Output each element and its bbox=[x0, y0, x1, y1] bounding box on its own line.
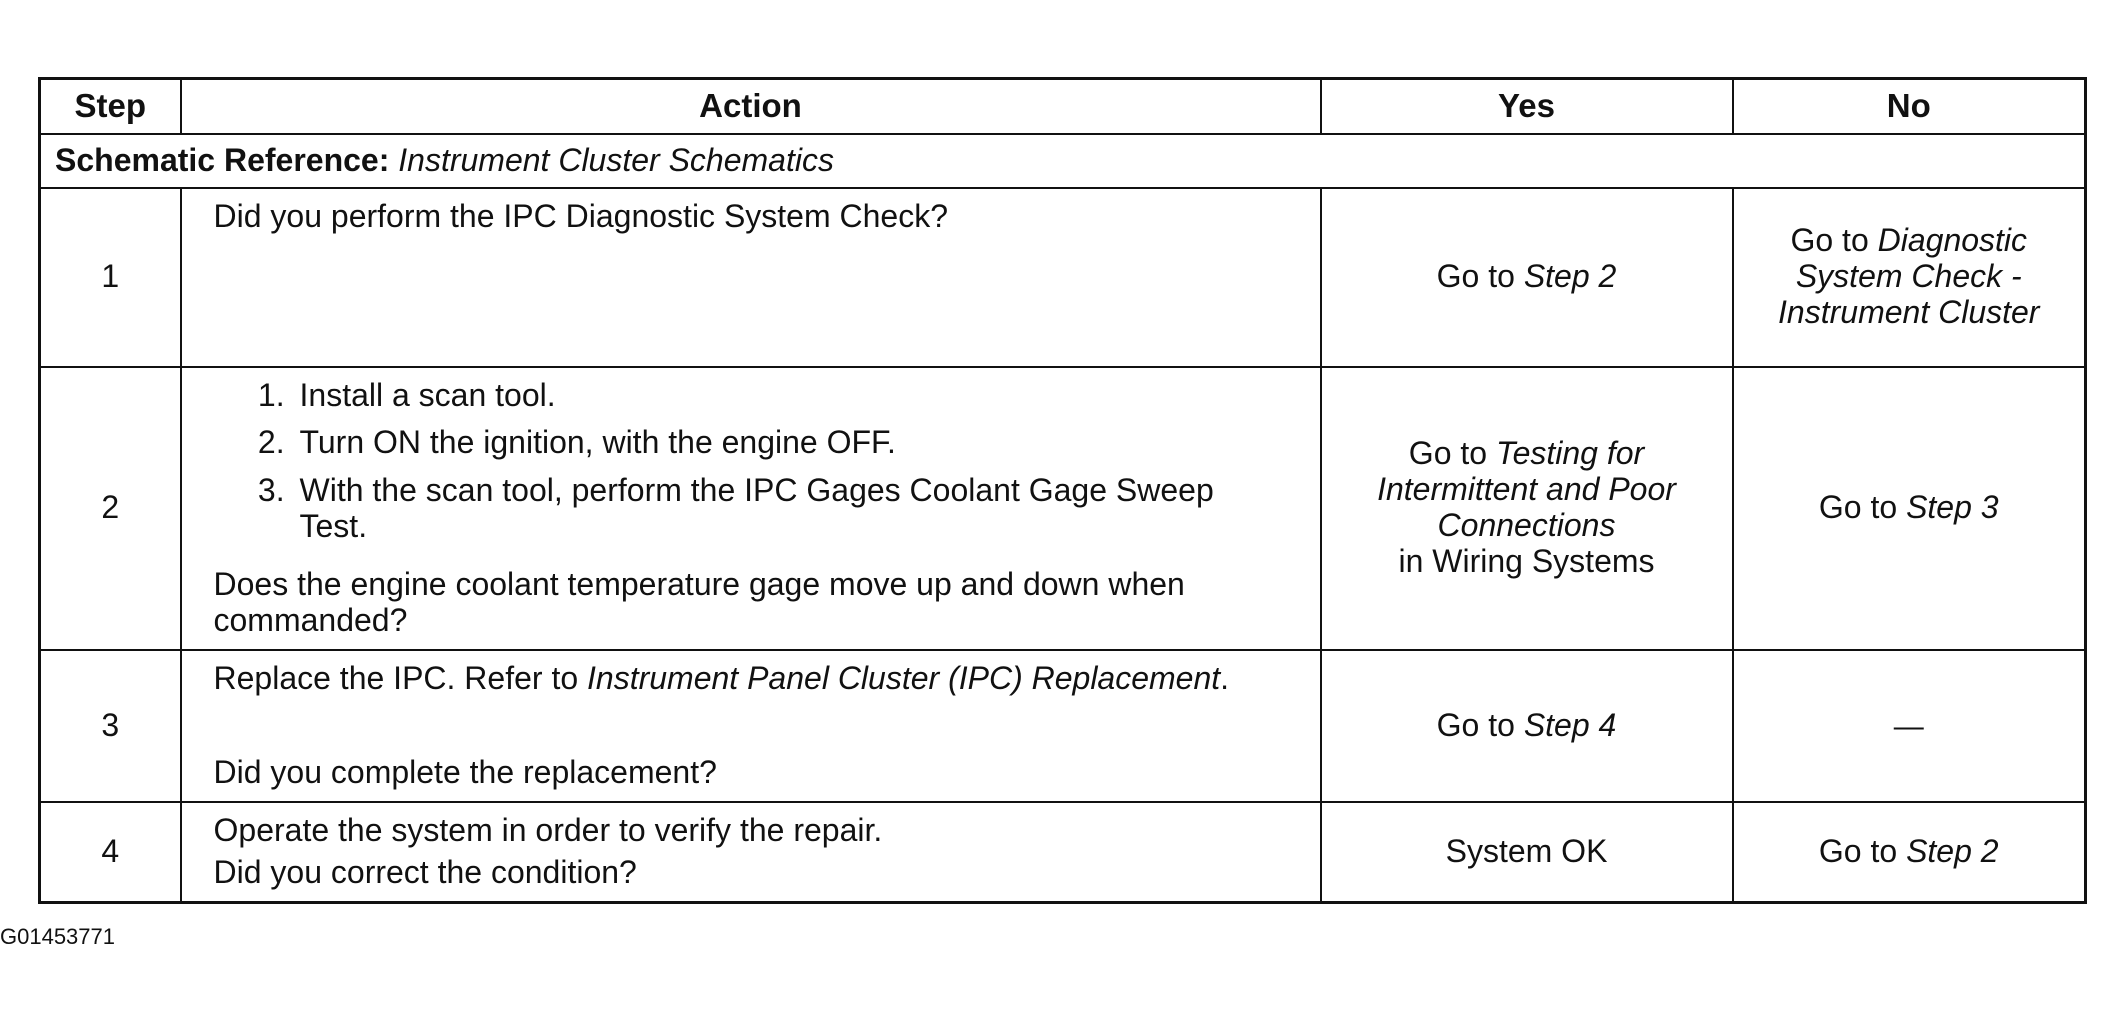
no-prefix: Go to bbox=[1790, 222, 1878, 259]
header-no: No bbox=[1731, 77, 2087, 135]
yes-link[interactable]: Testing for Intermittent and Poor Connec… bbox=[1377, 435, 1676, 543]
instruction-prefix: Replace the IPC. Refer to bbox=[213, 659, 588, 696]
substep-list: Install a scan tool. Turn ON the ignitio… bbox=[214, 377, 1288, 557]
no-dash: — bbox=[1893, 709, 1924, 743]
step-number: 4 bbox=[38, 800, 182, 904]
yes-cell: Go to Step 4 bbox=[1319, 648, 1734, 803]
schematic-reference-label: Schematic Reference: bbox=[55, 141, 390, 178]
diagnostic-table: Step Action Yes No Schematic Reference: … bbox=[38, 77, 2087, 904]
no-link[interactable]: Step 3 bbox=[1906, 489, 1999, 526]
action-instruction: Operate the system in order to verify th… bbox=[213, 811, 883, 848]
no-link[interactable]: Step 2 bbox=[1906, 832, 1999, 869]
no-cell: Go to Diagnostic System Check - Instrume… bbox=[1731, 186, 2087, 368]
instruction-link[interactable]: Instrument Panel Cluster (IPC) Replaceme… bbox=[587, 659, 1221, 696]
action-instruction: Replace the IPC. Refer to Instrument Pan… bbox=[213, 659, 1288, 697]
action-cell: Did you perform the IPC Diagnostic Syste… bbox=[179, 186, 1322, 368]
table-row-step-2: 2 Install a scan tool. Turn ON the ignit… bbox=[38, 365, 2087, 651]
action-question: Did you complete the replacement? bbox=[213, 753, 717, 790]
action-question: Did you correct the condition? bbox=[213, 854, 637, 891]
yes-cell: Go to Step 2 bbox=[1319, 186, 1734, 368]
step-number: 3 bbox=[38, 648, 182, 803]
figure-id: G01453771 bbox=[0, 924, 115, 949]
action-cell: Install a scan tool. Turn ON the ignitio… bbox=[179, 365, 1322, 651]
step-number: 2 bbox=[38, 365, 182, 651]
yes-suffix: in Wiring Systems bbox=[1398, 542, 1655, 579]
header-action: Action bbox=[179, 77, 1322, 135]
yes-prefix: Go to bbox=[1436, 706, 1524, 743]
no-cell: — bbox=[1731, 648, 2087, 803]
schematic-reference-link[interactable]: Instrument Cluster Schematics bbox=[398, 141, 834, 178]
action-question: Did you perform the IPC Diagnostic Syste… bbox=[213, 197, 949, 234]
yes-cell: System OK bbox=[1319, 800, 1734, 904]
schematic-reference-cell: Schematic Reference: Instrument Cluster … bbox=[38, 132, 2087, 189]
no-prefix: Go to bbox=[1818, 489, 1907, 526]
substep-item: Turn ON the ignition, with the engine OF… bbox=[294, 424, 1288, 461]
substep-item: With the scan tool, perform the IPC Gage… bbox=[294, 472, 1288, 545]
no-prefix: Go to bbox=[1818, 832, 1907, 869]
yes-prefix: Go to bbox=[1408, 435, 1496, 472]
header-row: Step Action Yes No bbox=[38, 77, 2087, 135]
no-cell: Go to Step 2 bbox=[1731, 800, 2087, 904]
table-row-step-1: 1 Did you perform the IPC Diagnostic Sys… bbox=[38, 186, 2087, 368]
action-cell: Replace the IPC. Refer to Instrument Pan… bbox=[179, 648, 1322, 803]
schematic-reference-row: Schematic Reference: Instrument Cluster … bbox=[38, 132, 2087, 189]
table-row-step-4: 4 Operate the system in order to verify … bbox=[38, 800, 2087, 904]
no-link[interactable]: Diagnostic System Check - Instrument Clu… bbox=[1778, 222, 2040, 330]
yes-link[interactable]: Step 2 bbox=[1523, 258, 1617, 295]
yes-prefix: Go to bbox=[1436, 258, 1524, 295]
instruction-suffix: . bbox=[1220, 659, 1230, 696]
substep-item: Install a scan tool. bbox=[294, 377, 1288, 414]
action-cell: Operate the system in order to verify th… bbox=[179, 800, 1322, 904]
header-step: Step bbox=[38, 77, 182, 135]
step-number: 1 bbox=[38, 186, 182, 368]
yes-text: System OK bbox=[1445, 832, 1608, 869]
no-cell: Go to Step 3 bbox=[1731, 365, 2087, 651]
yes-cell: Go to Testing for Intermittent and Poor … bbox=[1319, 365, 1734, 651]
yes-link[interactable]: Step 4 bbox=[1523, 706, 1617, 743]
header-yes: Yes bbox=[1319, 77, 1734, 135]
action-question: Does the engine coolant temperature gage… bbox=[213, 565, 1185, 638]
table-row-step-3: 3 Replace the IPC. Refer to Instrument P… bbox=[38, 648, 2087, 803]
